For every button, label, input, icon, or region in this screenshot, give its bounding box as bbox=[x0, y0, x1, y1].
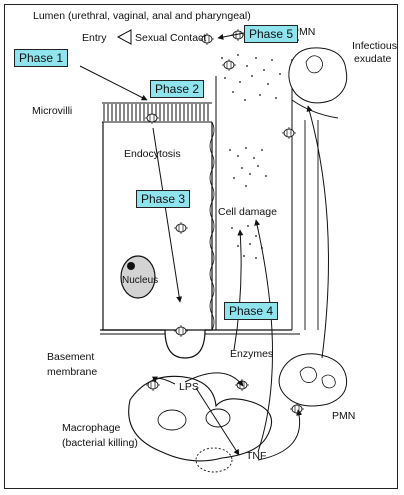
infectious-label: Infectious bbox=[352, 40, 397, 52]
bacterial-killing-label: (bacterial killing) bbox=[62, 437, 138, 449]
macrophage-cell bbox=[128, 375, 273, 462]
tnf-label: TNF bbox=[246, 450, 267, 462]
cell-lateral-membrane bbox=[209, 121, 215, 331]
arrow-pmn-to-exudate bbox=[306, 105, 329, 359]
neighbor-cell bbox=[304, 120, 319, 330]
bacterium bbox=[221, 58, 237, 72]
membrane-label: membrane bbox=[47, 366, 98, 378]
entry-label: Entry bbox=[82, 32, 107, 44]
arrow-enzymes-to-damage bbox=[233, 229, 244, 351]
pmn-cell-top bbox=[288, 47, 348, 104]
nucleus-shape bbox=[120, 255, 156, 299]
arrow-phase5 bbox=[217, 32, 245, 40]
sexual-contact-label: Sexual Contact bbox=[135, 32, 207, 44]
arrow-entry-to-cell bbox=[79, 65, 148, 101]
arrow-lps-left bbox=[152, 376, 176, 385]
arrow-tnf-to-damage bbox=[254, 219, 273, 453]
arrow-endocytosis bbox=[152, 127, 183, 303]
phase-4-box: Phase 4 bbox=[224, 302, 279, 320]
exudate-label: exudate bbox=[354, 53, 392, 65]
phase-2-box: Phase 2 bbox=[150, 80, 205, 98]
pmn-label-bottom: PMN bbox=[332, 410, 356, 422]
arrow-to-tnf bbox=[195, 387, 240, 456]
nucleus-label: Nucleus bbox=[122, 275, 159, 286]
lumen-label: Lumen (urethral, vaginal, anal and phary… bbox=[33, 10, 251, 22]
enzymes-label: Enzymes bbox=[230, 348, 274, 360]
macrophage-label: Macrophage bbox=[62, 422, 121, 434]
lps-label: LPS bbox=[179, 381, 199, 393]
phase-5-box: Phase 5 bbox=[244, 25, 299, 43]
arrow-tnf-to-pmn bbox=[257, 409, 303, 461]
bacterium bbox=[173, 221, 189, 235]
basement-membrane bbox=[100, 329, 292, 359]
microvilli bbox=[102, 102, 212, 123]
figure-frame bbox=[4, 4, 398, 489]
phase-3-box: Phase 3 bbox=[136, 190, 191, 208]
pmn-cell-bottom bbox=[278, 353, 348, 407]
endocytosis-label: Endocytosis bbox=[124, 148, 181, 160]
cell-damage-label: Cell damage bbox=[218, 206, 277, 218]
bacterium bbox=[281, 126, 297, 140]
basement-label: Basement bbox=[47, 351, 95, 363]
entry-arrow bbox=[116, 29, 132, 45]
bacterium bbox=[173, 324, 189, 338]
phase-1-box: Phase 1 bbox=[14, 49, 69, 67]
arrow-lps-right bbox=[184, 372, 244, 387]
microvilli-label: Microvilli bbox=[32, 105, 73, 117]
